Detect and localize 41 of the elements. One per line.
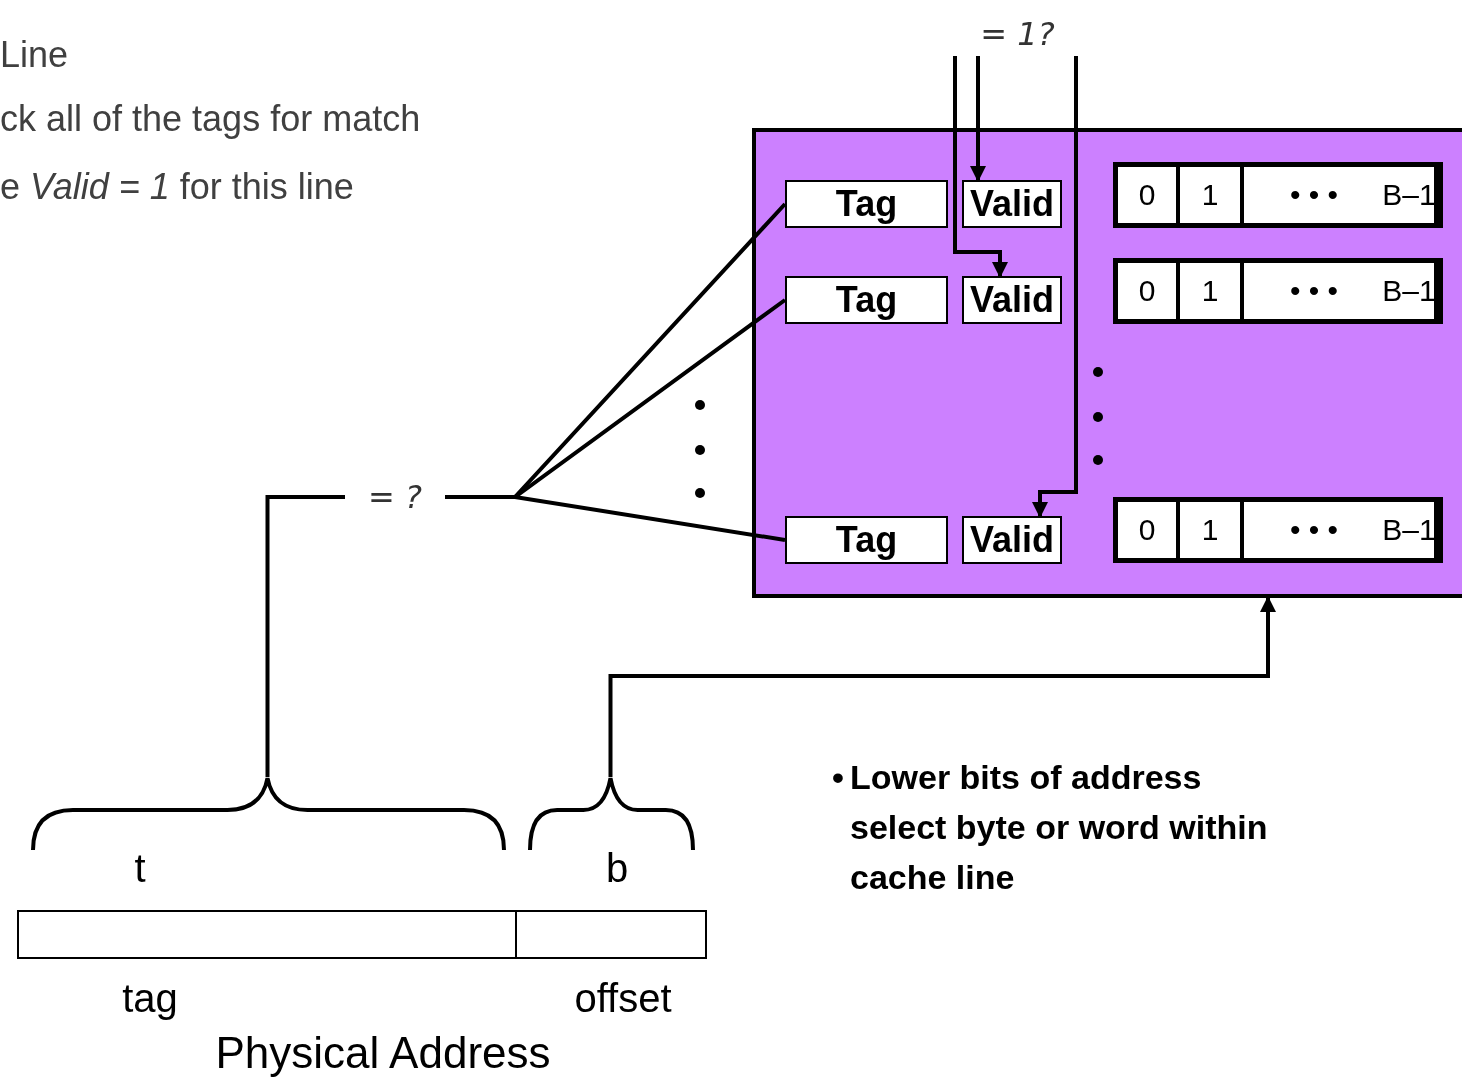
address-bar	[17, 910, 707, 959]
byte-cell: • • •	[1244, 263, 1384, 319]
tag-field: Tag	[785, 180, 948, 228]
bullet-text: Lower bits of address select byte or word within cache line	[850, 757, 1269, 898]
byte-cell: 1	[1180, 167, 1244, 223]
byte-cell: 0	[1118, 263, 1180, 319]
comparator-label: = ?	[345, 475, 445, 519]
field-label: b	[605, 846, 629, 891]
byte-cell: 1	[1180, 502, 1244, 558]
arrow	[970, 56, 986, 182]
cache-box	[752, 128, 1462, 598]
byte-cell: 0	[1118, 502, 1180, 558]
byte-cell: • • •	[1244, 502, 1384, 558]
bullet-marker: •	[832, 757, 844, 798]
field-label: t	[134, 846, 146, 891]
valid-bit-field: Valid	[962, 276, 1062, 324]
cache-line-block	[1113, 162, 1443, 228]
valid-bit-field: Valid	[962, 180, 1062, 228]
byte-cell: B–1	[1384, 502, 1438, 558]
arrow	[953, 56, 1008, 278]
tag-field: Tag	[785, 516, 948, 564]
byte-cell: • • •	[1244, 167, 1384, 223]
cache-line-block	[1113, 497, 1443, 563]
diagram-caption: Physical Address	[215, 1028, 551, 1078]
connector-line	[445, 495, 786, 542]
body-text: ck all of the tags for match	[0, 98, 421, 140]
cache-line-block	[1113, 258, 1443, 324]
body-text: e Valid = 1 for this line	[0, 166, 354, 208]
valid-bit-field: Valid	[962, 516, 1062, 564]
comparator-label: = 1?	[950, 12, 1085, 56]
connector-line	[265, 495, 345, 777]
field-label: tag	[122, 976, 178, 1021]
byte-cell: 1	[1180, 263, 1244, 319]
byte-cell: B–1	[1384, 167, 1438, 223]
arrow	[608, 596, 1276, 777]
tag-field: Tag	[785, 276, 948, 324]
byte-cell: B–1	[1384, 263, 1438, 319]
byte-cell: 0	[1118, 167, 1180, 223]
arrow	[1032, 56, 1078, 518]
field-label: offset	[574, 976, 672, 1021]
heading-text: Line	[0, 34, 69, 76]
